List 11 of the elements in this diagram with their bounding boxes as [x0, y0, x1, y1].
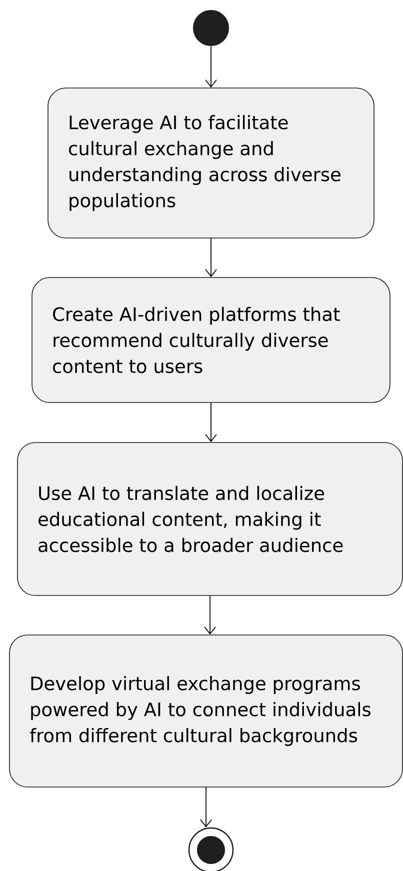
end-circle [188, 827, 234, 871]
activity-box: Use AI to translate and localize educational content, making it accessible to a broader audience [17, 442, 403, 596]
start-circle [193, 10, 229, 46]
arrow [205, 238, 217, 278]
arrow [205, 46, 217, 88]
activity-box: Create AI-driven platforms that recommend culturally diverse content to users [32, 277, 390, 403]
activity-box: Leverage AI to facilitate cultural exchange and understanding across diverse populations [48, 88, 374, 238]
activity-box: Develop virtual exchange programs powered by AI to connect individuals from different cultural backgrounds [9, 634, 403, 788]
arrow [205, 402, 217, 442]
arrow [204, 595, 216, 635]
arrow [200, 786, 212, 828]
